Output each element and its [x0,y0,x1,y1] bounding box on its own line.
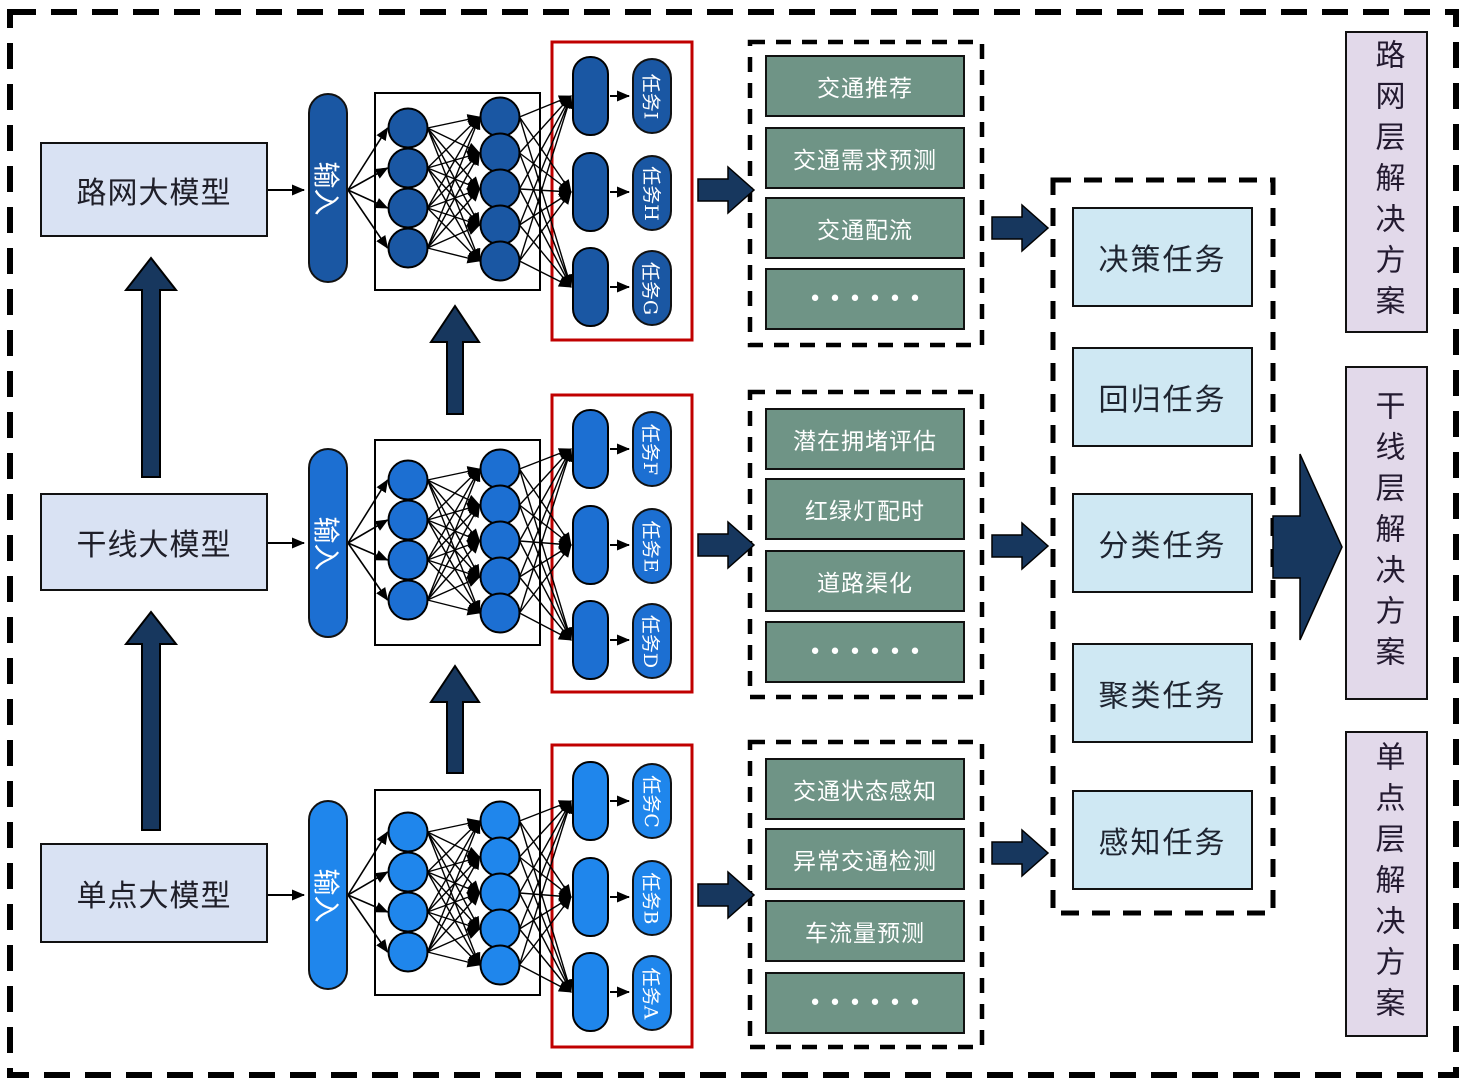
hidden-node [479,836,521,878]
input-pill-row2: 输入 [308,448,348,638]
hidden-node [479,556,521,598]
task-pill-H: 任务H [632,155,672,231]
task-pill-B: 任务B [632,860,672,936]
input-node [387,187,429,229]
output-pill [572,56,609,136]
output-pill [572,152,609,232]
arrow-tasks-to-apps-row3 [697,870,756,920]
app-box-signal-timing: 红绿灯配时 [765,478,965,540]
central-task-decision: 决策任务 [1072,207,1253,307]
app-box-ellipsis-row3: •••••• [765,972,965,1034]
hidden-node [479,520,521,562]
hidden-node [479,448,521,490]
hidden-node [479,800,521,842]
input-node [387,579,429,621]
output-pill [572,952,609,1032]
input-pill-row1: 输入 [308,93,348,283]
arrow-tasks-to-apps-row1 [697,165,756,215]
hidden-node [479,484,521,526]
input-node [387,499,429,541]
task-pill-F: 任务F [632,411,672,487]
input-node [387,147,429,189]
app-box-road-channelization: 道路渠化 [765,550,965,612]
output-pill [572,247,609,327]
input-node [387,227,429,269]
output-pill [572,857,609,937]
hidden-node [479,168,521,210]
task-pill-G: 任务G [632,250,672,326]
arrow-central-to-solution [1272,453,1343,641]
task-pill-A: 任务A [632,955,672,1031]
hidden-node [479,872,521,914]
central-tasks-dashed-border [1050,177,1276,916]
arrow-arterial-to-network-model [123,256,179,478]
network-frame-row1 [374,92,541,291]
app-box-traffic-recommendation: 交通推荐 [765,55,965,117]
app-box-traffic-assignment: 交通配流 [765,197,965,259]
central-task-clustering: 聚类任务 [1072,643,1253,743]
input-label: 输入 [309,868,341,922]
arrow-tasks-to-apps-row2 [697,520,756,570]
model-box-single-point: 单点大模型 [40,843,268,943]
hidden-node [479,592,521,634]
arrow-apps-to-central-row3 [991,828,1050,878]
task-pill-D: 任务D [632,603,672,679]
hidden-node [479,204,521,246]
input-node [387,107,429,149]
model-label: 单点大模型 [76,879,232,914]
app-box-traffic-flow-forecast: 车流量预测 [765,900,965,962]
input-node [387,459,429,501]
central-task-classification: 分类任务 [1072,493,1253,593]
hidden-node [479,944,521,986]
solution-arterial-level: 干线层解决方案 [1345,366,1428,700]
input-pill-row3: 输入 [308,800,348,990]
output-pill [572,409,609,489]
outer-dashed-border [7,9,1459,1078]
arrow-up-into-network-row1 [429,304,481,415]
input-node [387,811,429,853]
output-pill [572,505,609,585]
input-node [387,851,429,893]
task-pill-C: 任务C [632,763,672,839]
arrow-up-into-network-row2 [429,664,481,774]
central-task-regression: 回归任务 [1072,347,1253,447]
task-pill-E: 任务E [632,508,672,584]
app-box-abnormal-traffic-detection: 异常交通检测 [765,828,965,890]
input-label: 输入 [309,161,341,215]
hidden-node [479,132,521,174]
app-box-traffic-demand-forecast: 交通需求预测 [765,127,965,189]
model-box-network: 路网大模型 [40,142,268,237]
input-node [387,891,429,933]
arrow-apps-to-central-row2 [991,521,1050,571]
hidden-node [479,96,521,138]
solution-single-point-level: 单点层解决方案 [1345,731,1428,1037]
arrow-single-to-arterial-model [123,610,179,831]
model-label: 路网大模型 [76,175,232,211]
hidden-node [479,908,521,950]
arrow-apps-to-central-row1 [991,203,1050,253]
output-pill [572,600,609,680]
app-box-ellipsis-row2: •••••• [765,621,965,683]
input-label: 输入 [309,516,341,570]
central-task-perception: 感知任务 [1072,790,1253,890]
output-pill [572,761,609,841]
input-node [387,931,429,973]
model-label: 干线大模型 [76,528,232,563]
input-node [387,539,429,581]
network-frame-row3 [374,789,541,996]
task-pill-I: 任务I [632,58,672,134]
solution-network-level: 路网层解决方案 [1345,31,1428,333]
hidden-node [479,240,521,282]
app-box-congestion-evaluation: 潜在拥堵评估 [765,408,965,470]
model-box-arterial: 干线大模型 [40,493,268,591]
app-box-ellipsis-row1: •••••• [765,268,965,330]
app-box-traffic-state-perception: 交通状态感知 [765,758,965,820]
